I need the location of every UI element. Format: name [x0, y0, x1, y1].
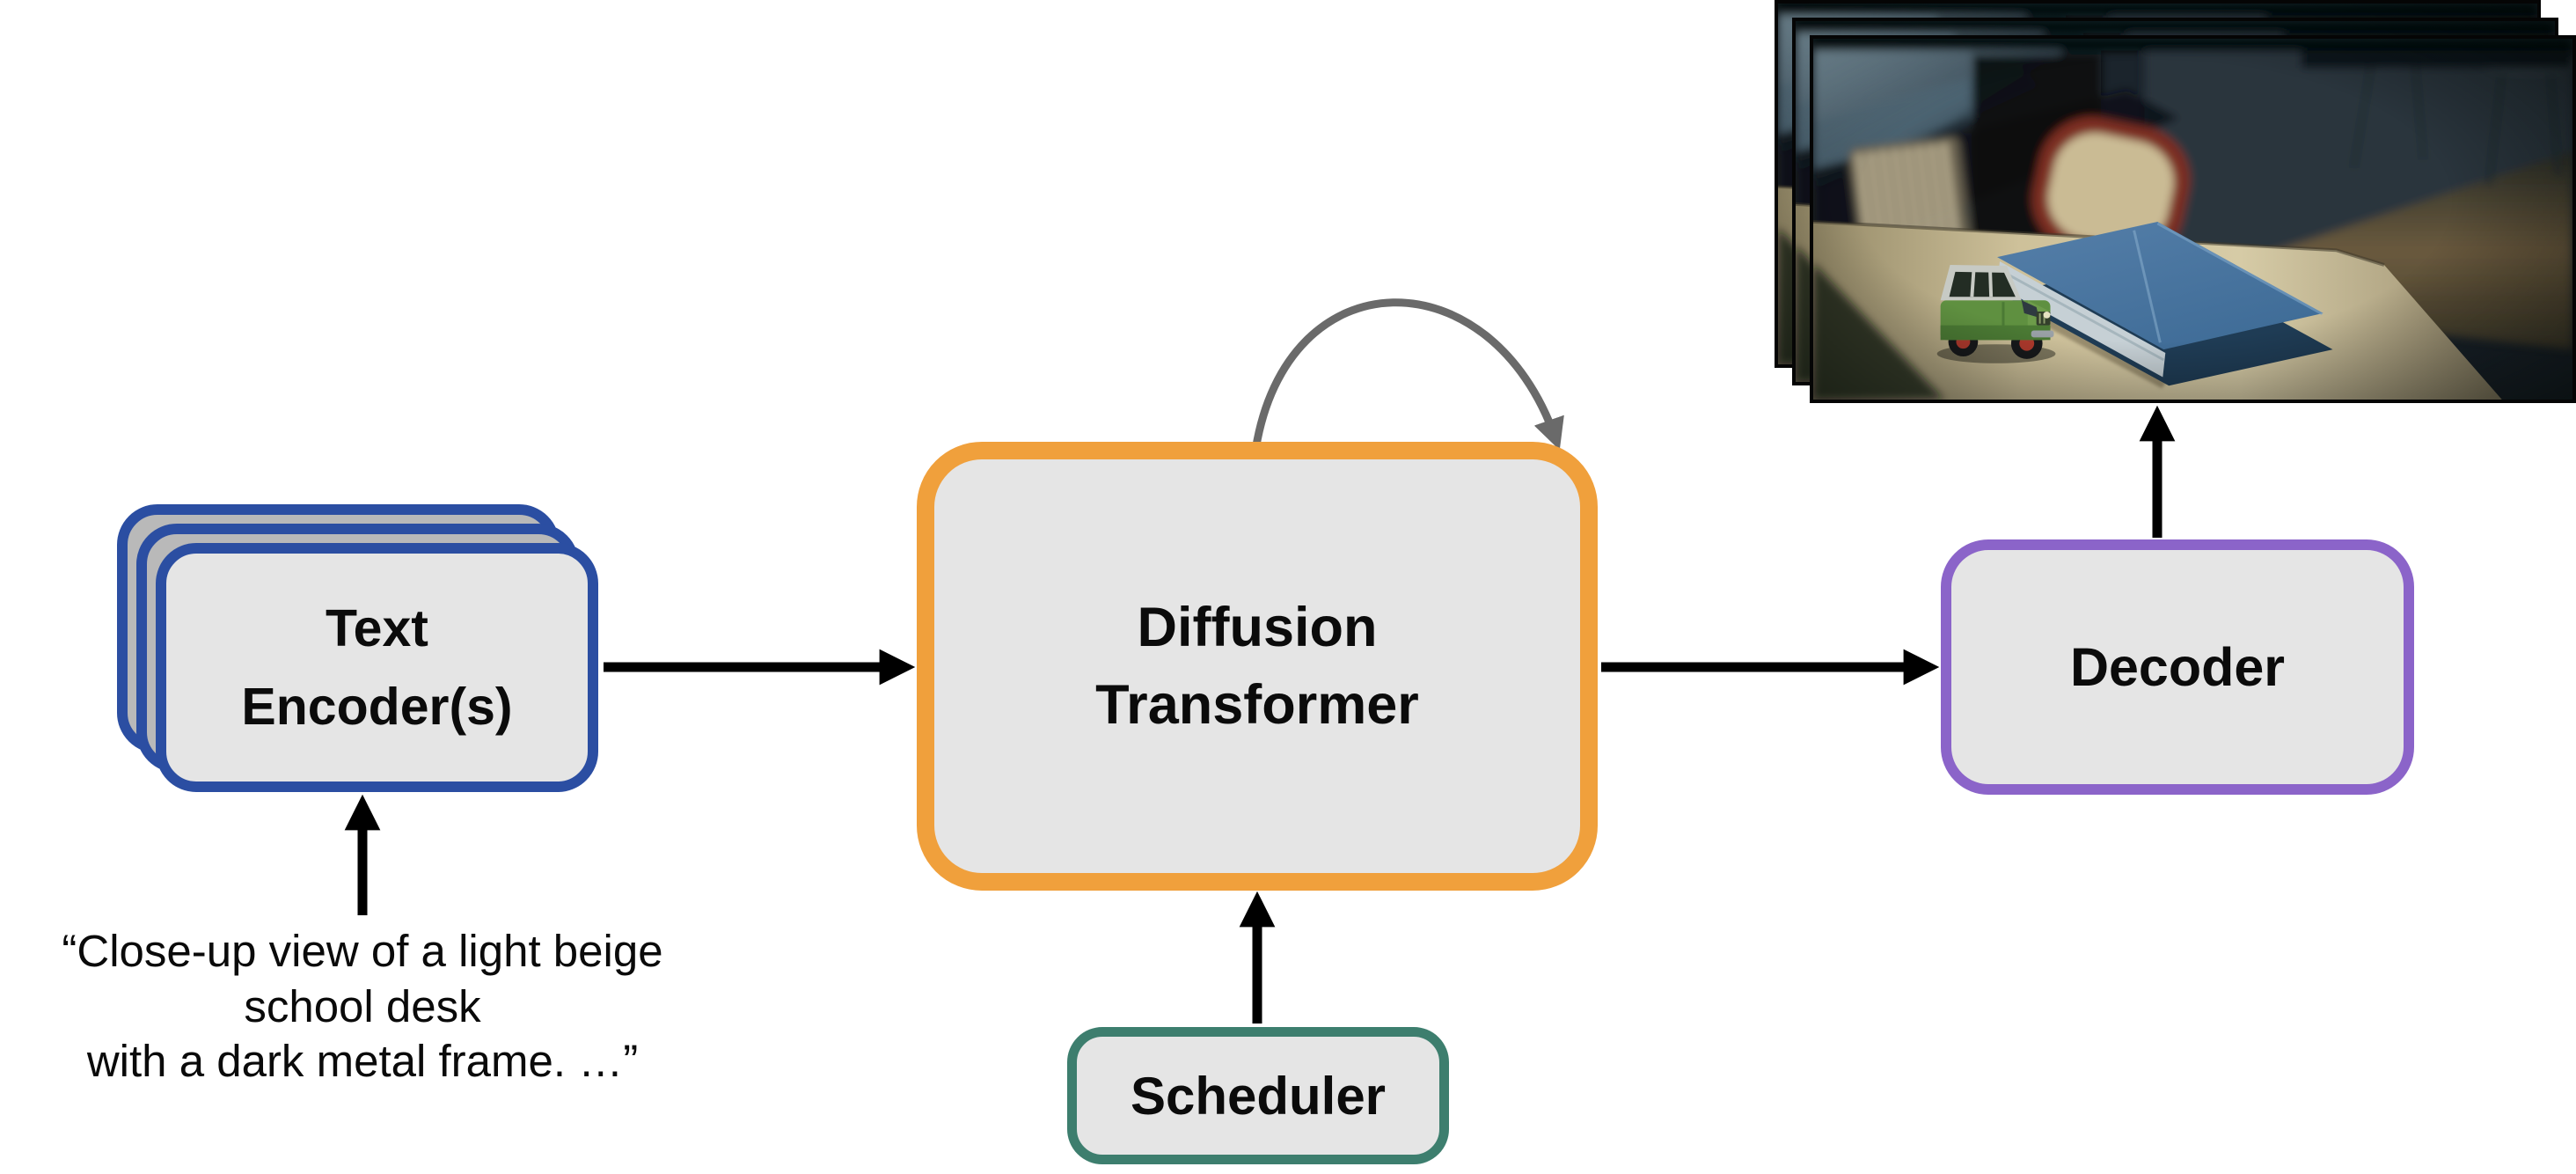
decoder-box: Decoder [1941, 539, 2414, 795]
video-frame-2 [1792, 18, 2558, 385]
scheduler-label: Scheduler [1130, 1066, 1387, 1126]
diffusion-transformer-box: Diffusion Transformer [917, 442, 1598, 891]
video-frame-3 [1775, 0, 2541, 368]
diffusion-transformer-label: Diffusion Transformer [1095, 596, 1419, 736]
scheduler-box: Scheduler [1067, 1027, 1449, 1164]
decoder-label: Decoder [2069, 637, 2286, 697]
arrow-diffusion-transformer-self-loop [1251, 298, 1564, 451]
prompt-text: “Close-up view of a light beige school d… [62, 926, 663, 1087]
text-encoder-box: Text Encoder(s) [156, 543, 598, 792]
text-encoder-label: Text Encoder(s) [241, 599, 513, 736]
video-frame-1 [1810, 35, 2576, 403]
